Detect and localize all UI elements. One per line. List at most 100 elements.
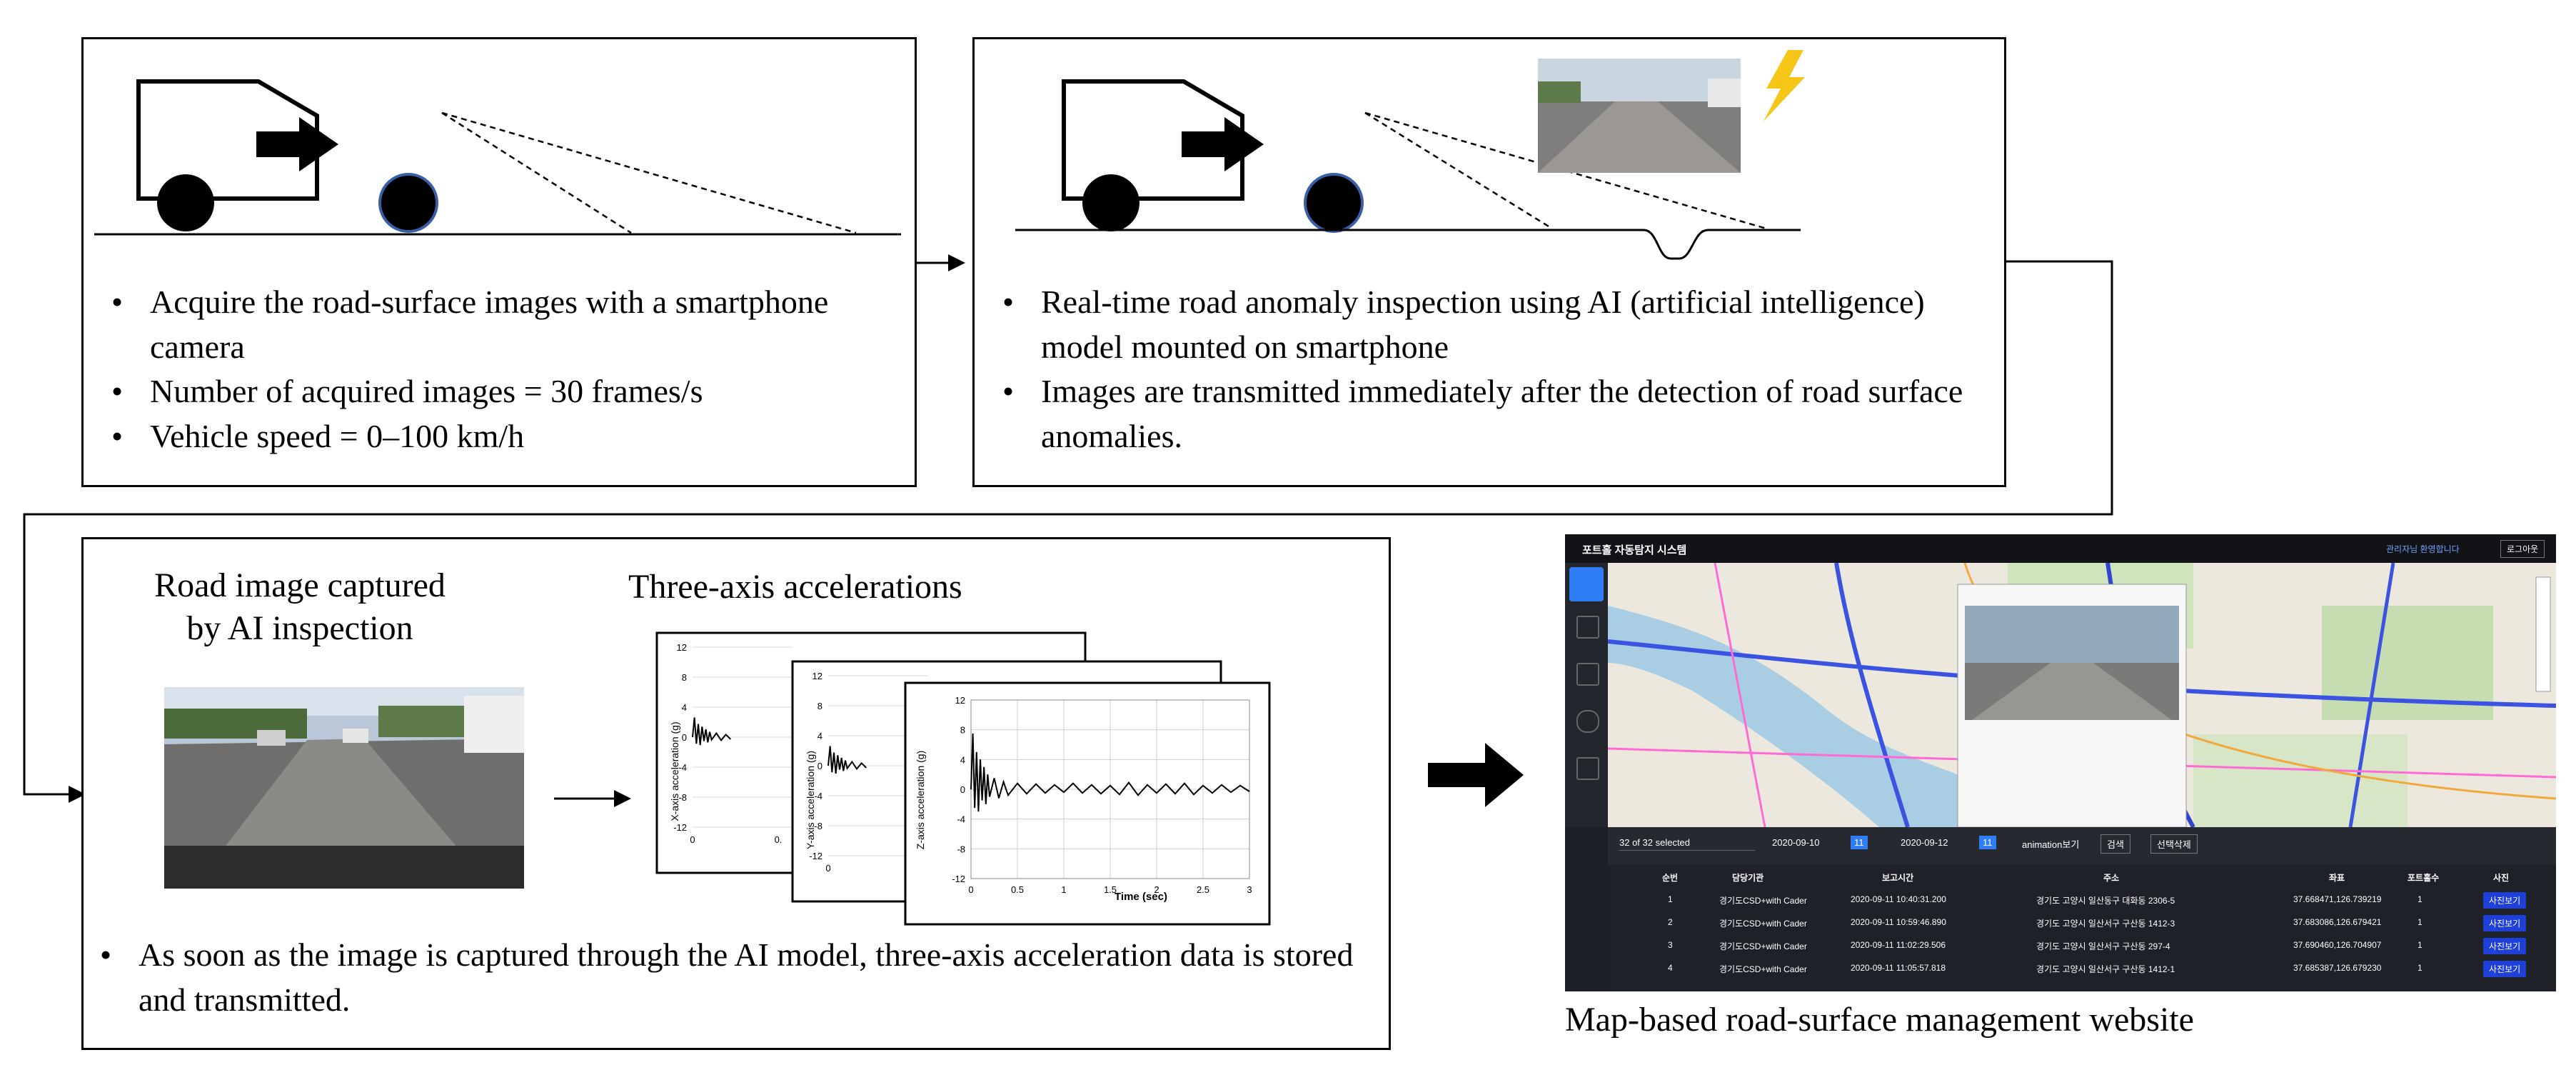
bullet-text: Vehicle speed = 0–100 km/h [100,414,885,459]
x-tick-label: 1.5 [1104,884,1117,895]
x-tick-label: 0. [775,834,783,845]
y-tick-label: -12 [809,851,822,861]
row-coord: 37.668471,126.739219 [2293,894,2382,904]
row-coord: 37.683086,126.679421 [2293,917,2382,927]
user-greeting: 관리자님 환영합니다 [2386,544,2460,554]
date-to-input[interactable]: 2020-09-12 [1901,837,1948,848]
row-time: 2020-09-11 11:02:29.506 [1851,940,1946,950]
row-count: 1 [2417,894,2422,904]
row-agency: 경기도CSD+with Cader [1719,941,1807,951]
row-count: 1 [2417,963,2422,973]
website-caption: Map-based road-surface management websit… [1565,1001,2194,1039]
pothole-road-line [1015,229,1801,260]
x-tick-label: 1 [1061,884,1066,895]
view-photo-button[interactable]: 사진보기 [2483,938,2527,954]
y-tick-label: 0 [682,732,687,743]
view-photo-button[interactable]: 사진보기 [2483,915,2527,931]
van-camera-illustration [94,79,901,236]
road-map[interactable] [1608,563,2556,827]
row-coord: 37.685387,126.679230 [2293,963,2382,973]
row-agency: 경기도CSD+with Cader [1719,919,1807,929]
y-tick-label: -4 [814,791,822,801]
y-tick-label: -12 [673,822,687,833]
table-row[interactable]: 3 경기도CSD+with Cader 2020-09-11 11:02:29.… [1608,934,2556,956]
sidebar-item[interactable] [1576,663,1599,686]
row-address: 경기도 고양시 일산서구 구산동 1412-1 [2036,964,2175,974]
row-agency: 경기도CSD+with Cader [1719,896,1807,906]
animation-checkbox[interactable]: animation보기 [2022,839,2080,850]
y-tick-label: 12 [955,695,965,706]
x-tick-label: 0.5 [1011,884,1024,895]
row-time: 2020-09-11 11:05:57.818 [1851,963,1946,973]
panel3-bullets: As soon as the image is captured through… [89,933,1359,1022]
column-header: 좌표 [2329,873,2345,883]
x-tick-label: 0 [825,863,830,874]
bullet-text: Acquire the road-surface images with a s… [100,280,885,369]
y-tick-label: -12 [952,874,965,884]
x-tick-label: 2.5 [1197,884,1209,895]
selection-dropdown[interactable]: 32 of 32 selected [1619,837,1755,851]
column-header: 순번 [1662,873,1679,883]
y-tick-label: -8 [957,844,965,854]
flow-arrow [554,790,631,807]
website-sidebar [1565,563,1608,827]
table-row[interactable]: 4 경기도CSD+with Cader 2020-09-11 11:05:57.… [1608,957,2556,979]
y-tick-label: -4 [678,762,687,773]
wheel-icon [1082,174,1139,231]
row-count: 1 [2417,940,2422,950]
row-address: 경기도 고양시 일산서구 구산동 1412-3 [2036,919,2175,929]
delete-selected-button[interactable]: 선택삭제 [2150,834,2198,854]
sidebar-item[interactable] [1576,757,1599,780]
date-from-input[interactable]: 2020-09-10 [1772,837,1820,848]
sidebar-item-map[interactable] [1569,567,1604,601]
y-tick-label: -8 [814,821,822,831]
y-tick-label: -4 [957,814,965,825]
row-no: 4 [1668,963,1673,973]
view-photo-button[interactable]: 사진보기 [2483,892,2527,909]
bullet-text: Images are transmitted immediately after… [991,369,1976,459]
panel1-bullets: Acquire the road-surface images with a s… [100,280,885,459]
accel-title: Three-axis accelerations [628,568,962,606]
row-address: 경기도 고양시 일산서구 구산동 297-4 [2036,941,2170,951]
hour-select[interactable]: 11 [1979,836,1996,849]
road-photo [164,687,524,889]
filter-bar: 32 of 32 selected 2020-09-10 11 2020-09-… [1608,827,2556,864]
report-table: 순번 담당기관 보고시간 주소 좌표 포트홀수 사진 1 경기도CSD+with… [1608,864,2556,991]
logout-button[interactable]: 로그아웃 [2500,540,2545,558]
view-photo-button[interactable]: 사진보기 [2483,961,2527,977]
row-count: 1 [2417,917,2422,927]
y-tick-label: 0 [960,784,965,795]
website-topbar: 포트홀 자동탐지 시스템 관리자님 환영합니다 로그아웃 [1565,534,2556,563]
row-time: 2020-09-11 10:59:46.890 [1851,917,1946,927]
lightning-icon [1764,50,1805,121]
x-tick-label: 3 [1247,884,1252,895]
panel2-bullets: Real-time road anomaly inspection using … [991,280,1976,459]
row-address: 경기도 고양시 일산동구 대화동 2306-5 [2036,896,2175,906]
van-ai-illustration [1015,50,1805,260]
connector-wrap-arrow [23,260,2113,803]
y-tick-label: 4 [960,754,965,765]
row-coord: 37.690460,126.704907 [2293,940,2382,950]
table-row[interactable]: 2 경기도CSD+with Cader 2020-09-11 10:59:46.… [1608,911,2556,933]
sidebar-item[interactable] [1576,710,1599,733]
z-axis-xlabel: Time (sec) [1115,891,1167,903]
table-row[interactable]: 1 경기도CSD+with Cader 2020-09-11 10:40:31.… [1608,889,2556,910]
y-tick-label: 8 [960,725,965,736]
hour-select[interactable]: 11 [1851,836,1868,849]
row-time: 2020-09-11 10:40:31.200 [1851,894,1946,904]
row-agency: 경기도CSD+with Cader [1719,964,1807,974]
row-no: 2 [1668,917,1673,927]
row-no: 3 [1668,940,1673,950]
search-button[interactable]: 검색 [2100,834,2130,854]
wheel-icon [157,174,214,231]
y-tick-label: 8 [817,701,822,711]
arrow-right-icon [256,117,338,171]
sidebar-item[interactable] [1576,616,1599,639]
y-tick-label: 4 [682,702,687,713]
y-tick-label: 0 [817,761,822,771]
app-title: 포트홀 자동탐지 시스템 [1582,544,1687,556]
road-management-website: 포트홀 자동탐지 시스템 관리자님 환영합니다 로그아웃 32 of 32 se… [1565,534,2556,991]
column-header: 보고시간 [1882,873,1914,883]
